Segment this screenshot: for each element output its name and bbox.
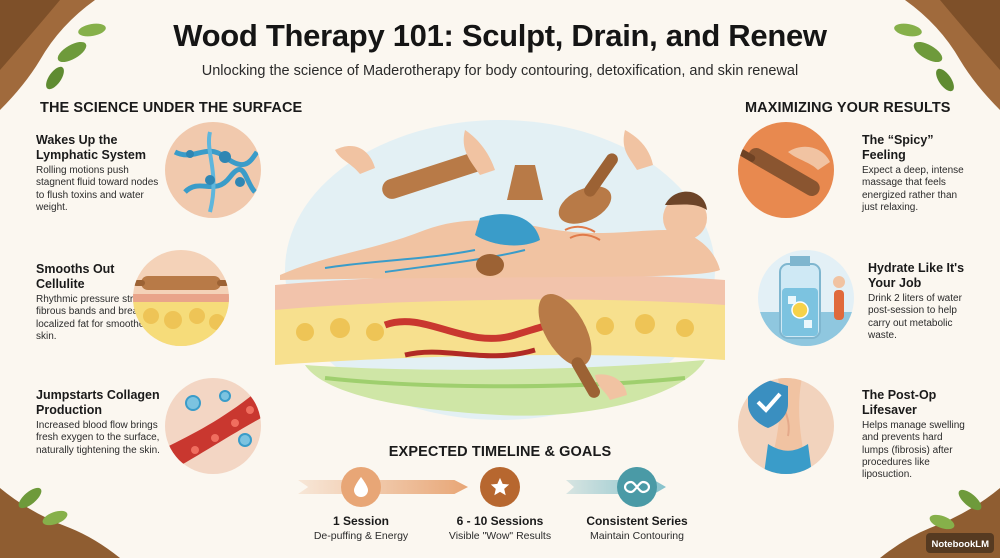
tree-corner-top-right bbox=[894, 0, 1000, 110]
right-item-text-3: Helps manage swelling and prevents hard … bbox=[862, 420, 965, 481]
left-item-title-2: Smooths Out Cellulite bbox=[36, 262, 115, 291]
right-item-title-1: The “Spicy” Feeling bbox=[862, 133, 934, 162]
timeline-step-2-sub: Visible "Wow" Results bbox=[448, 530, 552, 542]
timeline-step-1-label: 1 Session bbox=[332, 514, 390, 528]
left-item-title-3: Jumpstarts Collagen Production bbox=[36, 388, 160, 417]
brand-badge: NotebookLM bbox=[926, 533, 994, 553]
collagen-blood-flow-illustration bbox=[165, 378, 261, 474]
timeline-step-1-badge bbox=[341, 467, 381, 507]
timeline-step-2-label: 6 - 10 Sessions bbox=[456, 514, 544, 528]
star-icon bbox=[490, 477, 510, 496]
water-drop-icon bbox=[354, 477, 368, 497]
right-item-title-2: Hydrate Like It's Your Job bbox=[868, 261, 965, 290]
timeline-step-3-sub: Maintain Contouring bbox=[590, 530, 684, 542]
left-item-text-2: Rhythmic pressure stretches fibrous band… bbox=[36, 294, 163, 342]
infinity-icon bbox=[624, 480, 650, 494]
right-item-text-2: Drink 2 liters of water post-session to … bbox=[868, 293, 962, 341]
page-title: Wood Therapy 101: Sculpt, Drain, and Ren… bbox=[173, 18, 827, 53]
timeline-step-3-label: Consistent Series bbox=[586, 514, 688, 528]
post-op-shield-illustration bbox=[738, 378, 834, 474]
cellulite-roller-illustration bbox=[133, 250, 229, 346]
wood-therapy-body-illustration bbox=[275, 120, 725, 420]
timeline-step-2-badge bbox=[480, 467, 520, 507]
right-section-heading: MAXIMIZING YOUR RESULTS bbox=[745, 100, 951, 116]
brand-name: NotebookLM bbox=[931, 539, 989, 550]
timeline-heading: EXPECTED TIMELINE & GOALS bbox=[388, 444, 612, 460]
water-bottle-illustration bbox=[758, 250, 854, 346]
right-item-text-1: Expect a deep, intense massage that feel… bbox=[862, 165, 964, 213]
left-item-title-1: Wakes Up the Lymphatic System bbox=[36, 133, 146, 162]
page-subtitle: Unlocking the science of Maderotherapy f… bbox=[201, 63, 799, 79]
left-section-heading: THE SCIENCE UNDER THE SURFACE bbox=[40, 100, 303, 116]
spicy-roller-illustration bbox=[738, 122, 834, 218]
right-item-title-3: The Post-Op Lifesaver bbox=[862, 388, 937, 417]
left-item-text-3: Increased blood flow brings fresh exygen… bbox=[36, 420, 160, 456]
timeline-arrow-1 bbox=[298, 480, 468, 494]
tree-corner-top-left bbox=[0, 0, 106, 110]
left-item-text-1: Rolling motions push stagnent fluid towa… bbox=[36, 165, 159, 213]
lymph-network-illustration bbox=[165, 122, 261, 218]
timeline-step-3-badge bbox=[617, 467, 657, 507]
timeline-step-1-sub: De-puffing & Energy bbox=[313, 530, 409, 542]
tree-corner-bottom-left bbox=[0, 487, 120, 558]
